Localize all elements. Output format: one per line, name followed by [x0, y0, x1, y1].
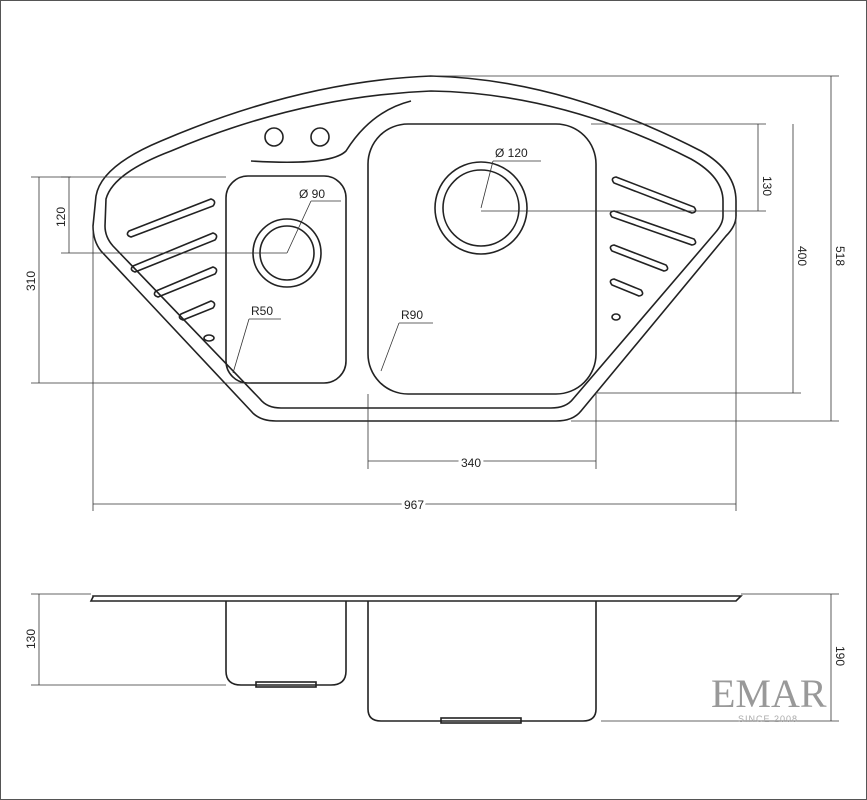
side-view-left-bowl [225, 601, 347, 686]
dim-right-corner-radius: R90 [401, 308, 423, 322]
dim-right-bowl-width: 340 [461, 456, 481, 470]
dim-left-drain-diameter: Ø 90 [299, 187, 325, 201]
dim-right-bowl-depth: 190 [833, 646, 847, 666]
right-drain-inner [442, 169, 520, 247]
side-view-left-drain [255, 681, 317, 688]
right-drainer-grooves [609, 176, 697, 321]
right-drain [434, 161, 528, 255]
dim-left-bowl-depth: 130 [24, 629, 38, 649]
right-bowl [367, 123, 597, 395]
deck-contour [250, 100, 412, 164]
brand-logo: EMAR [711, 671, 827, 716]
side-view-right-drain [440, 717, 522, 724]
dim-right-bowl-height: 400 [795, 246, 809, 266]
dim-left-corner-radius: R50 [251, 304, 273, 318]
left-bowl [225, 175, 347, 384]
sink-outer-outline [92, 75, 737, 422]
side-view-right-bowl [367, 601, 597, 722]
dim-right-drain-diameter: Ø 120 [495, 146, 528, 160]
tap-hole-icon [264, 127, 284, 147]
sink-inner-outline [104, 90, 724, 409]
brand-tagline: SINCE 2008 [738, 714, 798, 724]
dim-right-drain-offset: 130 [760, 176, 774, 196]
dim-total-width: 967 [404, 498, 424, 512]
side-view-deck [89, 595, 743, 602]
left-drainer-grooves [126, 198, 218, 342]
dimension-lines [31, 75, 839, 722]
dim-left-drain-offset: 120 [54, 207, 68, 227]
dim-left-bowl-height: 310 [24, 271, 38, 291]
dim-total-depth: 518 [833, 246, 847, 266]
tap-hole-icon [310, 127, 330, 147]
